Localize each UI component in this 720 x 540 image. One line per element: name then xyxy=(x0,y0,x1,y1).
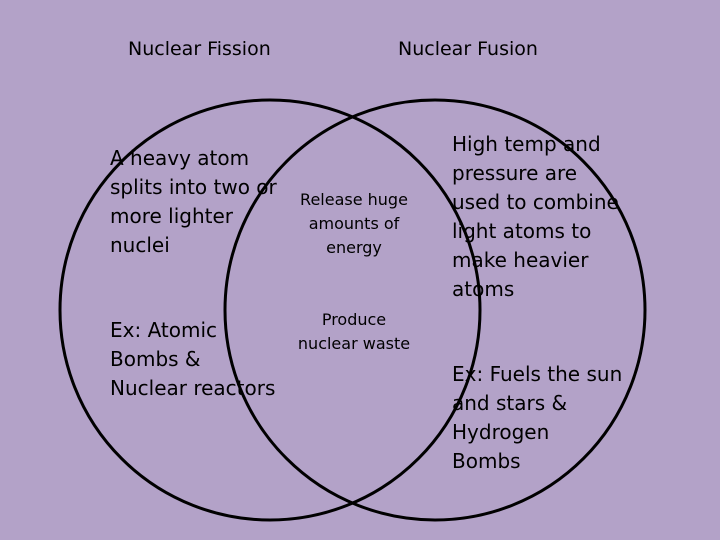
fusion-example: Ex: Fuels the sun and stars & Hydrogen B… xyxy=(452,362,623,473)
fusion-circle xyxy=(223,98,647,522)
fission-definition: A heavy atom splits into two or more lig… xyxy=(110,146,277,257)
fission-example: Ex: Atomic Bombs & Nuclear reactors xyxy=(110,318,276,400)
shared-waste-text: Produce nuclear waste xyxy=(297,310,411,353)
shared-energy-text: Release huge amounts of energy xyxy=(300,190,408,257)
fission-circle xyxy=(58,98,482,522)
fission-title: Nuclear Fission xyxy=(128,38,271,60)
fusion-title: Nuclear Fusion xyxy=(398,38,538,60)
fusion-definition: High temp and pressure are used to combi… xyxy=(452,132,619,301)
